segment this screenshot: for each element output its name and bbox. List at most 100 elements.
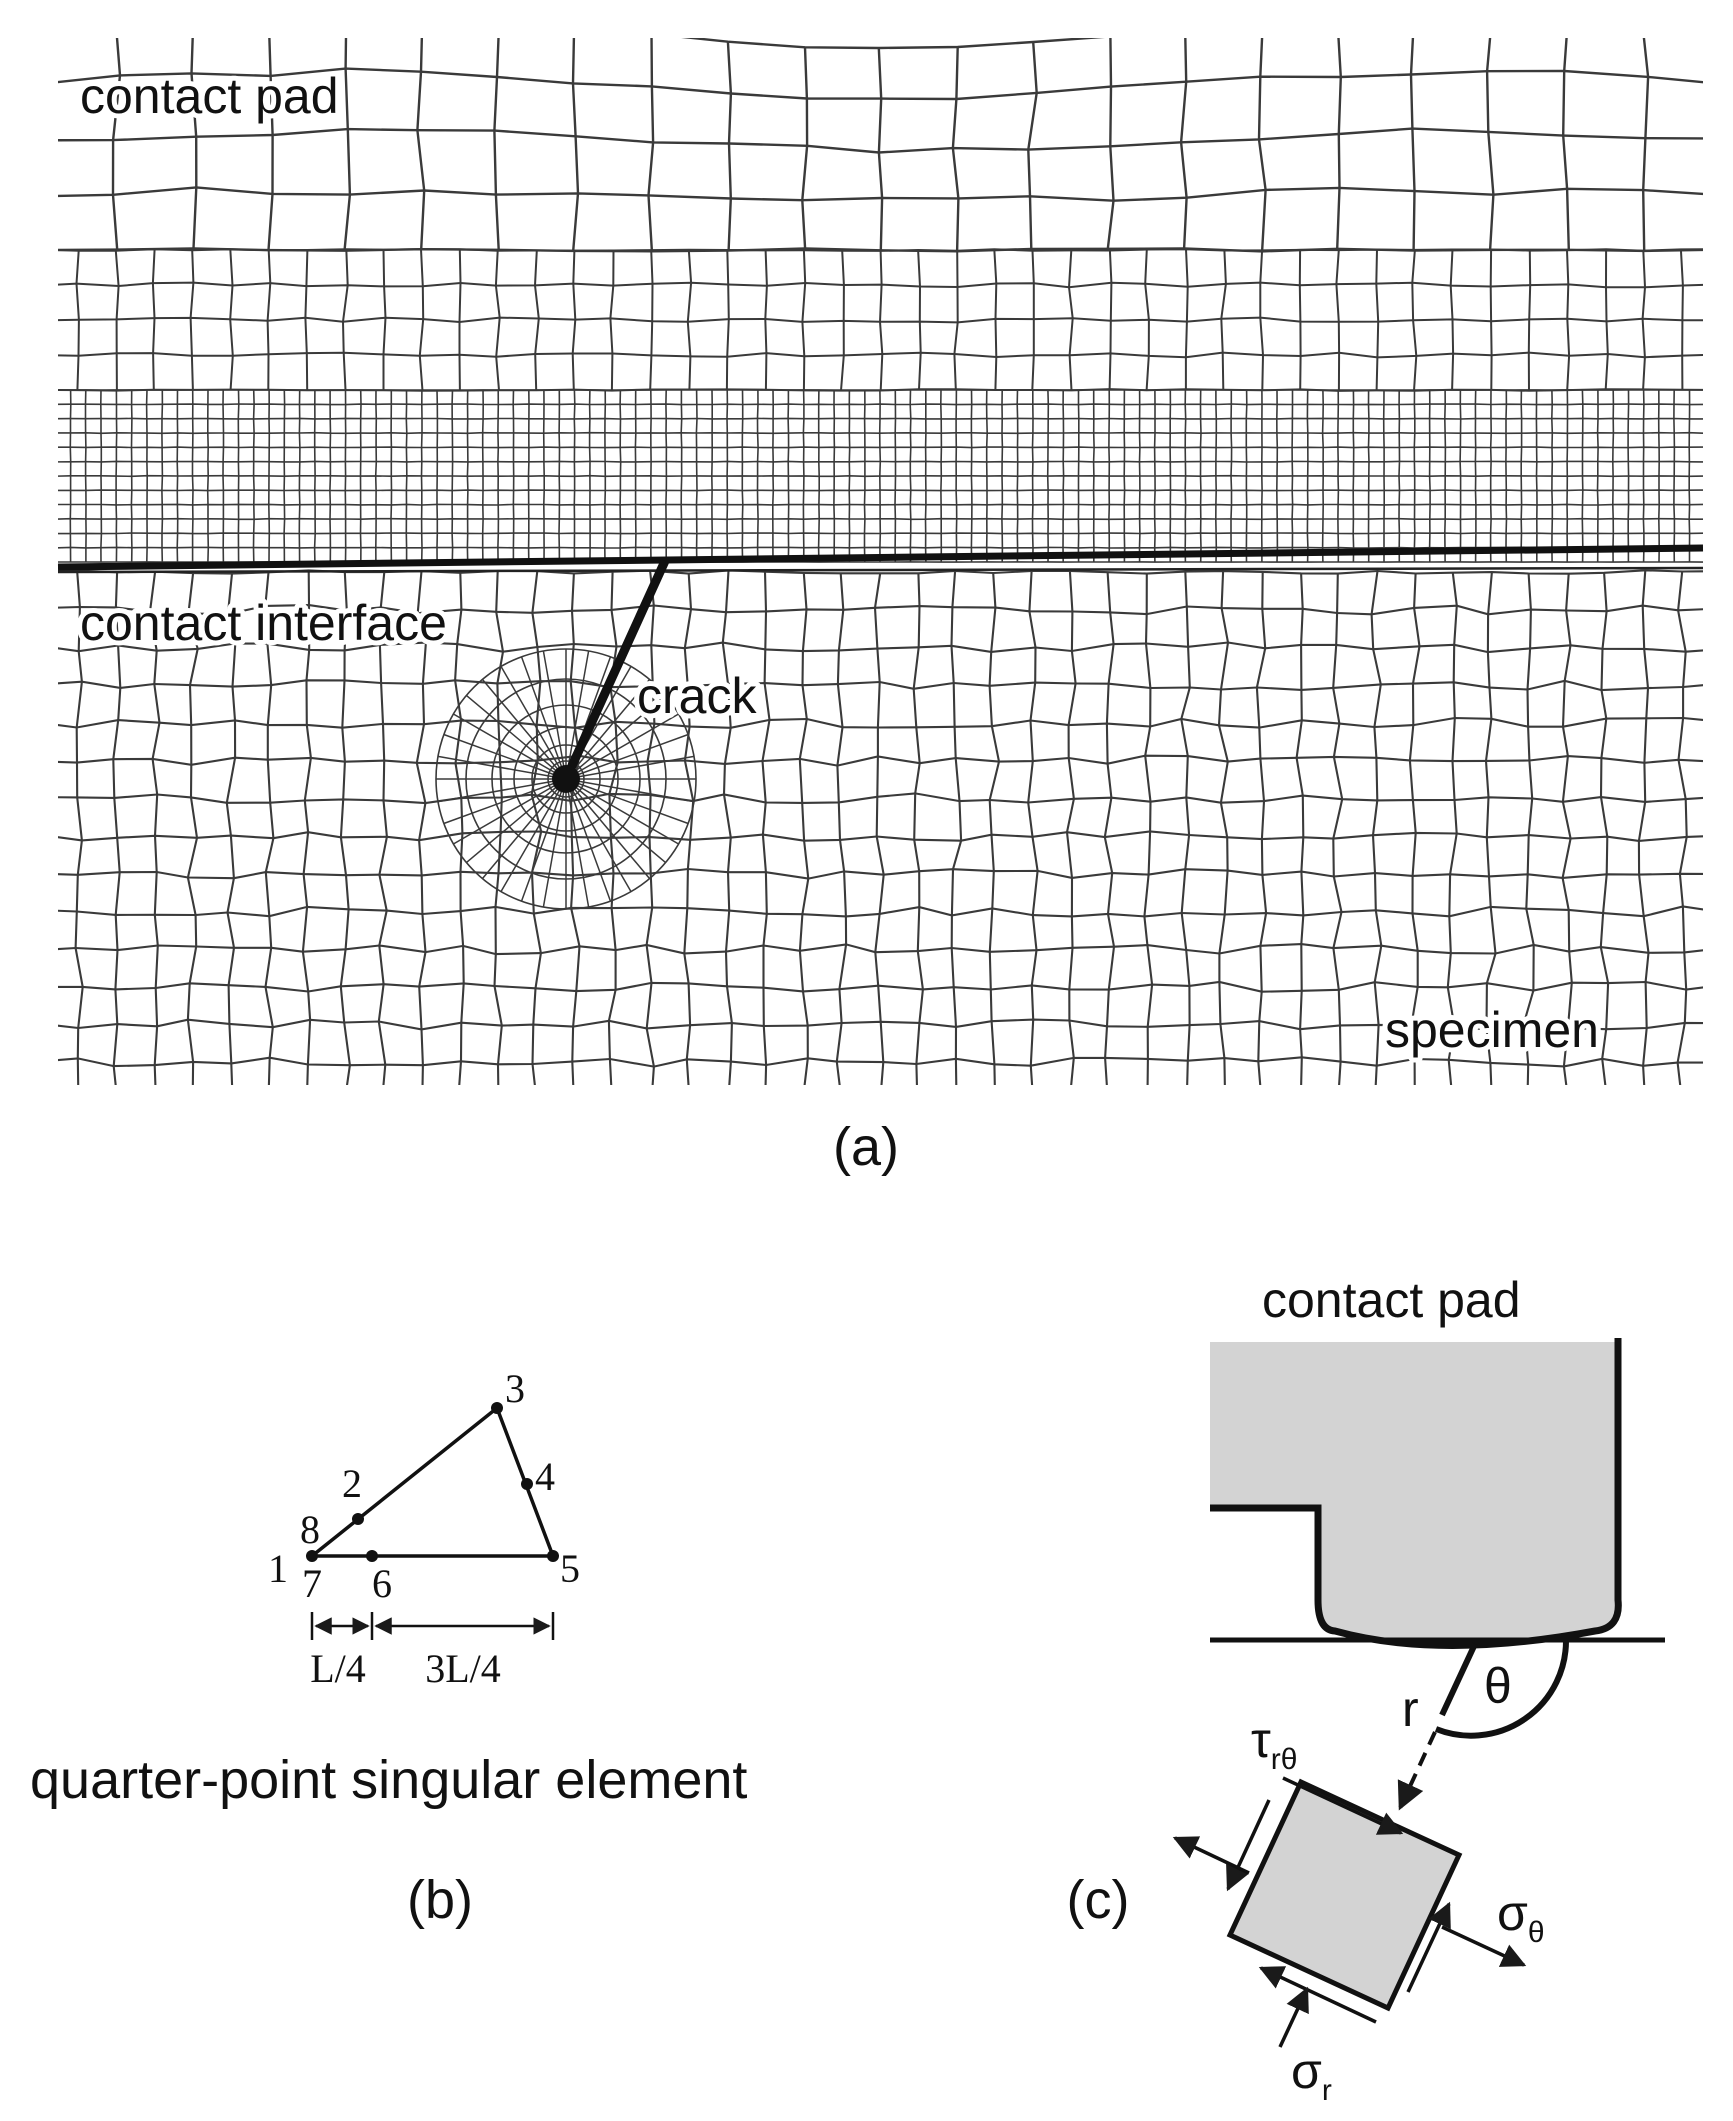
mesh-line — [848, 390, 851, 563]
theta-label: θ — [1484, 1658, 1512, 1714]
mesh-line — [1581, 389, 1584, 563]
mesh-line — [206, 389, 210, 563]
node-label-2: 2 — [342, 1461, 362, 1506]
mesh-ring — [435, 648, 697, 910]
mesh-line — [343, 38, 352, 251]
mesh-line — [878, 250, 884, 391]
mesh-line — [1220, 250, 1227, 390]
mesh-line — [58, 186, 1703, 202]
shear-arrow-top — [1282, 1776, 1404, 1835]
mesh-line — [1259, 250, 1265, 391]
sigma-theta-label: σθ — [1497, 1885, 1545, 1949]
mesh-line — [1214, 390, 1218, 563]
mesh-line — [565, 778, 651, 880]
mesh-line — [1337, 389, 1340, 563]
mesh-line — [1352, 389, 1355, 563]
mesh-line — [721, 570, 733, 1085]
mesh-line — [39, 250, 40, 390]
mesh-line — [304, 249, 309, 391]
mesh-line — [878, 389, 882, 563]
mesh-line — [1067, 250, 1074, 391]
mesh-line — [725, 249, 730, 390]
mesh-line — [953, 250, 959, 390]
panel-a-mesh: contact pad contact interface crack spec… — [39, 38, 1704, 1177]
mesh-line — [481, 389, 485, 562]
mesh-line — [1566, 250, 1571, 391]
element-title: quarter-point singular element — [30, 1750, 747, 1810]
mesh-line — [1027, 41, 1038, 249]
mesh-line — [1092, 390, 1095, 563]
mesh-line — [571, 38, 580, 251]
mesh-line — [1535, 389, 1538, 562]
mesh-line — [877, 47, 884, 251]
node-label-3: 3 — [505, 1366, 525, 1411]
mesh-line — [58, 980, 1703, 993]
mesh-line — [267, 38, 274, 251]
mesh-line — [298, 390, 301, 563]
mesh-line — [1411, 249, 1418, 391]
mesh-line — [115, 389, 118, 563]
mesh-line — [1180, 571, 1191, 1085]
mesh-line — [817, 389, 821, 563]
mesh-line — [229, 249, 234, 390]
mesh-line — [680, 390, 683, 562]
mesh-line — [565, 678, 651, 780]
mesh-line — [1489, 249, 1493, 390]
mesh-line — [1217, 571, 1230, 1085]
mesh-line — [873, 573, 885, 1085]
mesh-line — [458, 249, 462, 391]
caption-b: (b) — [407, 1870, 473, 1930]
mesh-line — [772, 389, 775, 563]
mesh-line — [453, 713, 567, 780]
mesh-line — [1459, 390, 1462, 562]
mesh-line — [1408, 573, 1421, 1085]
mesh-line — [1474, 390, 1477, 563]
mesh-line — [111, 38, 122, 250]
contact-pad-label: contact pad — [80, 68, 339, 124]
mesh-line — [569, 573, 581, 1085]
mesh-line — [565, 755, 695, 780]
node-6 — [366, 1550, 378, 1562]
mesh-line — [695, 389, 698, 563]
specimen-surface-line — [57, 566, 1704, 574]
node-label-5: 5 — [560, 1546, 580, 1591]
mesh-line — [993, 249, 998, 391]
mesh-line — [619, 390, 622, 563]
mesh-line — [151, 249, 156, 390]
contact-interface-line — [57, 544, 1704, 571]
contact-interface-label: contact interface — [80, 595, 447, 651]
mesh-line — [465, 694, 567, 780]
mesh-line — [801, 250, 807, 391]
mesh-line — [1382, 389, 1385, 563]
mesh-line — [382, 249, 387, 391]
mesh-line — [530, 570, 543, 1085]
mesh-line — [1484, 572, 1497, 1085]
mesh-line — [437, 778, 567, 803]
mesh-line — [565, 778, 612, 902]
mesh-line — [1065, 570, 1077, 1085]
node-1 — [306, 1550, 318, 1562]
mesh-line — [1642, 389, 1645, 563]
mesh-line — [377, 571, 388, 1085]
theta-arc — [1434, 1639, 1570, 1739]
mesh-line — [565, 778, 667, 864]
mesh-ring — [547, 760, 585, 798]
mesh-line — [481, 678, 567, 780]
contact-pad-outline — [1210, 1338, 1622, 1649]
node-4 — [521, 1478, 533, 1490]
mesh-line — [190, 38, 198, 249]
r-label: r — [1402, 1681, 1419, 1737]
mesh-line — [609, 250, 615, 391]
mesh-line — [130, 389, 133, 563]
mesh-line — [481, 778, 567, 880]
mesh-line — [454, 572, 465, 1085]
mesh-line — [415, 571, 427, 1085]
tau-r-theta-label: τrθ — [1251, 1712, 1297, 1776]
mesh-line — [1332, 573, 1344, 1085]
mesh-line — [588, 389, 591, 563]
mesh-line — [225, 573, 237, 1085]
mesh-line — [1641, 38, 1650, 251]
tau-symbol: τ — [1251, 1712, 1271, 1768]
mesh-line — [527, 389, 530, 563]
mesh-line — [798, 572, 810, 1085]
